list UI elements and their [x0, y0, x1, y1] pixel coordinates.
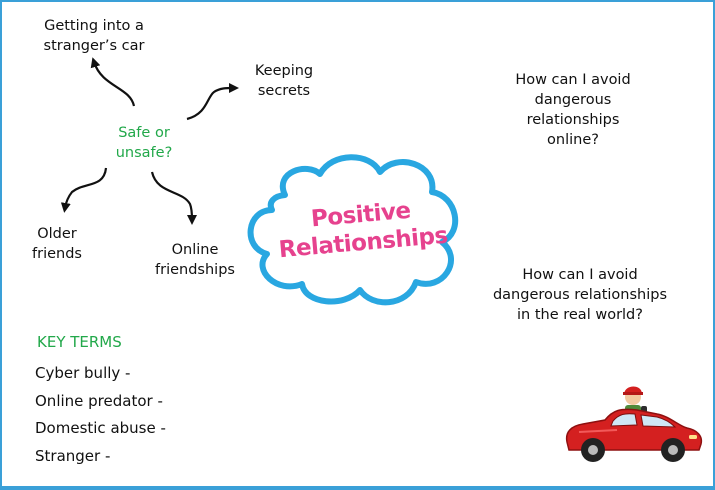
arrow-to-older: [60, 167, 108, 213]
branch-older-friends: Older friends: [32, 226, 82, 262]
mindmap-center: Safe or unsafe?: [115, 125, 173, 161]
question-online: How can I avoid dangerous relationships …: [515, 72, 631, 148]
question-real-world: How can I avoid dangerous relationships …: [492, 267, 668, 323]
arrow-to-car: [90, 57, 136, 107]
cloud-icon: [247, 154, 459, 306]
branch-online-friendships: Online friendships: [155, 242, 235, 278]
key-terms-list: Cyber bully - Online predator - Domestic…: [35, 360, 166, 470]
key-term-item: Domestic abuse -: [35, 419, 166, 437]
branch-stranger-car: Getting into a stranger’s car: [43, 18, 145, 54]
key-terms-heading: KEY TERMS: [37, 333, 122, 351]
branch-keeping-secrets: Keeping secrets: [254, 63, 314, 99]
car-icon: [565, 386, 703, 462]
key-term-item: Cyber bully -: [35, 364, 131, 382]
key-term-item: Stranger -: [35, 446, 111, 465]
arrow-to-secrets: [186, 83, 239, 121]
key-term-item: Online predator -: [35, 391, 163, 410]
arrow-to-online: [150, 171, 197, 225]
